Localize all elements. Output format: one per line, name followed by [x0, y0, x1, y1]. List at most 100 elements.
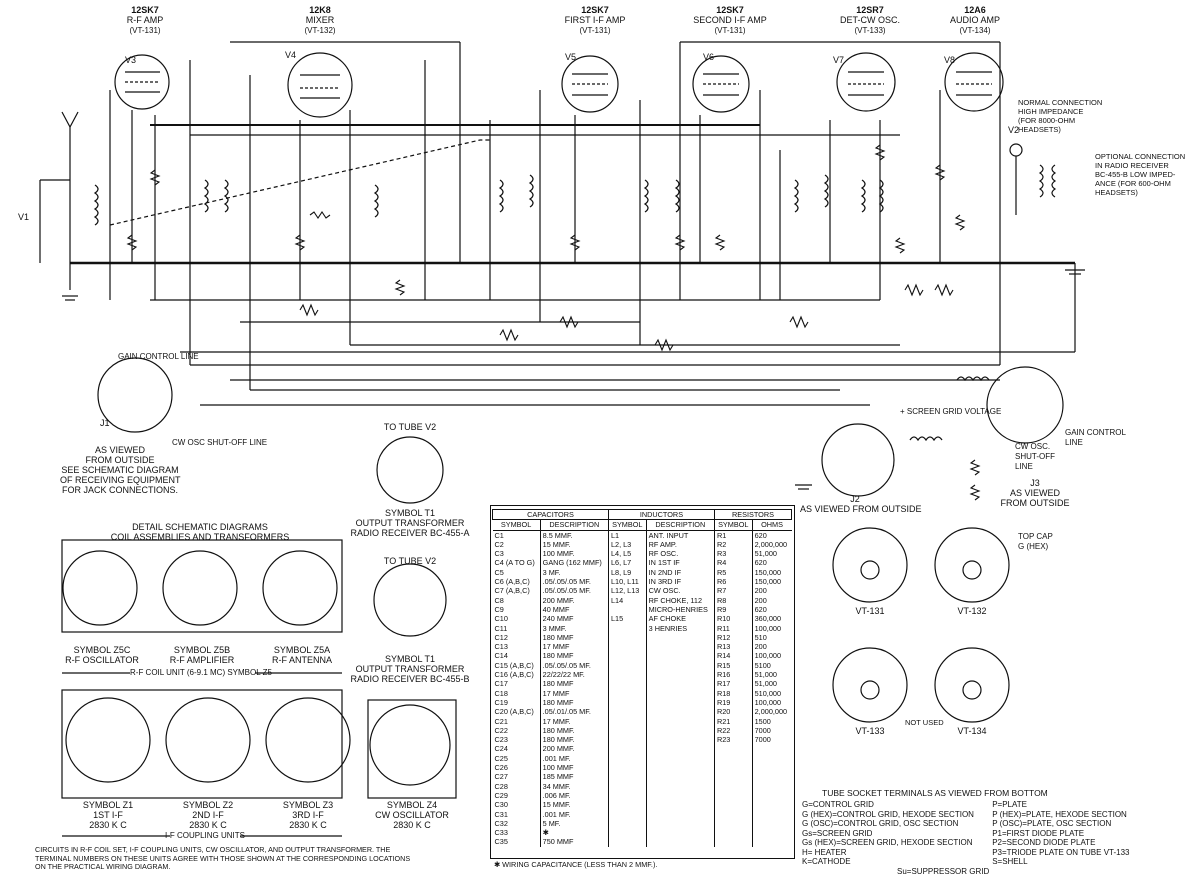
resistors-cell: R3	[714, 549, 753, 559]
capacitors-cell: C17	[492, 679, 541, 689]
inductors-cell	[608, 623, 647, 633]
inductors-cell	[608, 809, 647, 819]
gain-control-line-label: GAIN CONTROL LINE	[118, 352, 199, 361]
capacitors-cell: C26	[492, 763, 541, 773]
legend-item: P=PLATE	[992, 800, 1027, 809]
capacitors-cell: C29	[492, 790, 541, 801]
capacitors-cell: 180 MMF	[540, 697, 609, 708]
capacitors-cell: C10	[492, 614, 541, 624]
resistors-cell: R1	[714, 530, 753, 540]
inductors-cell: RF CHOKE, 112	[646, 595, 715, 605]
resistors-cell: R6	[714, 577, 753, 587]
capacitors-cell: C35	[492, 837, 541, 847]
resistors-cell: 2,000,000	[754, 707, 788, 717]
capacitors-cell: 240 MMF	[540, 614, 609, 624]
resistors-cell	[752, 791, 791, 800]
capacitors-cell: .006 MF.	[540, 790, 609, 801]
inductors-cell	[646, 763, 715, 773]
vt131-label: VT-131	[855, 606, 885, 616]
inductors-cell	[646, 670, 715, 680]
inductors-cell	[608, 688, 647, 698]
rf-coil-unit-label: R-F COIL UNIT (6-9.1 MC) SYMBOL Z5	[130, 668, 272, 677]
vt133-label: VT-133	[855, 726, 885, 736]
resistors-cell: R15	[714, 660, 753, 671]
capacitors-cell: C3	[492, 549, 541, 559]
capacitors-cell: C1	[492, 530, 541, 540]
resistors-cell: 150,000	[754, 567, 782, 577]
j1-label: J1	[100, 418, 110, 428]
resistors-cell: 620	[754, 558, 767, 568]
vt134-label: VT-134	[957, 726, 987, 736]
resistors-cell: R23	[714, 735, 753, 745]
inductors-cell	[608, 837, 647, 847]
capacitors-cell: GANG (162 MMF)	[540, 558, 609, 568]
not-used-label: NOT USED	[905, 718, 944, 727]
inductors-cell	[608, 725, 647, 736]
resistors-cell: R7	[714, 586, 753, 596]
inductors-cell	[608, 651, 647, 661]
resistors-cell	[752, 837, 791, 846]
inductors-cell	[608, 828, 647, 838]
inductors-cell	[608, 670, 647, 680]
inductors-cell: L12, L13	[608, 586, 647, 596]
jack-j2	[821, 423, 895, 497]
resistors-cell	[752, 828, 791, 837]
inductors-cell	[608, 772, 647, 782]
inductors-cell	[646, 660, 715, 671]
inductors-cell	[646, 679, 715, 689]
capacitors-cell: C2	[492, 539, 541, 550]
capacitors-cell: 3 MMF.	[540, 623, 609, 633]
legend-item: G=CONTROL GRID	[802, 800, 874, 809]
capacitors-cell: C9	[492, 604, 541, 615]
inductors-cell	[608, 697, 647, 708]
inductors-cell	[646, 642, 715, 652]
resistors-cell: 5100	[754, 660, 771, 670]
inductors-cell	[646, 725, 715, 736]
resistors-cell: 200	[754, 586, 767, 596]
table-row: C31.001 MF.	[492, 809, 792, 819]
resistors-cell	[752, 763, 791, 772]
capacitors-cell: C12	[492, 632, 541, 643]
tube-ref-v3: V3	[125, 55, 137, 65]
inductors-cell	[608, 753, 647, 764]
legend-item: P3=TRIODE PLATE ON TUBE VT-133	[992, 847, 1130, 857]
legend-item: P (OSC)=PLATE, OSC SECTION	[992, 819, 1112, 828]
resistors-cell: 51,000	[754, 670, 777, 680]
inductors-cell	[608, 716, 647, 726]
resistors-cell: 1500	[754, 716, 771, 726]
resistors-cell: R14	[714, 651, 753, 661]
resistors-cell: R19	[714, 697, 753, 708]
resistors-cell: R12	[714, 632, 753, 643]
capacitors-cell: 100 MMF.	[540, 549, 609, 559]
legend-item: P (HEX)=PLATE, HEXODE SECTION	[992, 809, 1127, 819]
inductors-cell	[646, 632, 715, 643]
resistors-cell: R16	[714, 670, 753, 680]
tube-ref-v5: V5	[565, 52, 577, 62]
socket-title: TUBE SOCKET TERMINALS AS VIEWED FROM BOT…	[822, 788, 1048, 798]
capacitors-cell: C32	[492, 818, 541, 829]
resistors-cell	[714, 772, 753, 782]
capacitors-cell: 15 MMF.	[540, 800, 609, 810]
inductors-cell: L15	[608, 614, 647, 624]
capacitors-cell: 180 MMF	[540, 679, 609, 689]
capacitors-cell: C6 (A,B,C)	[492, 577, 541, 587]
capacitors-cell: C18	[492, 688, 541, 698]
legend-item: S=SHELL	[992, 857, 1028, 866]
